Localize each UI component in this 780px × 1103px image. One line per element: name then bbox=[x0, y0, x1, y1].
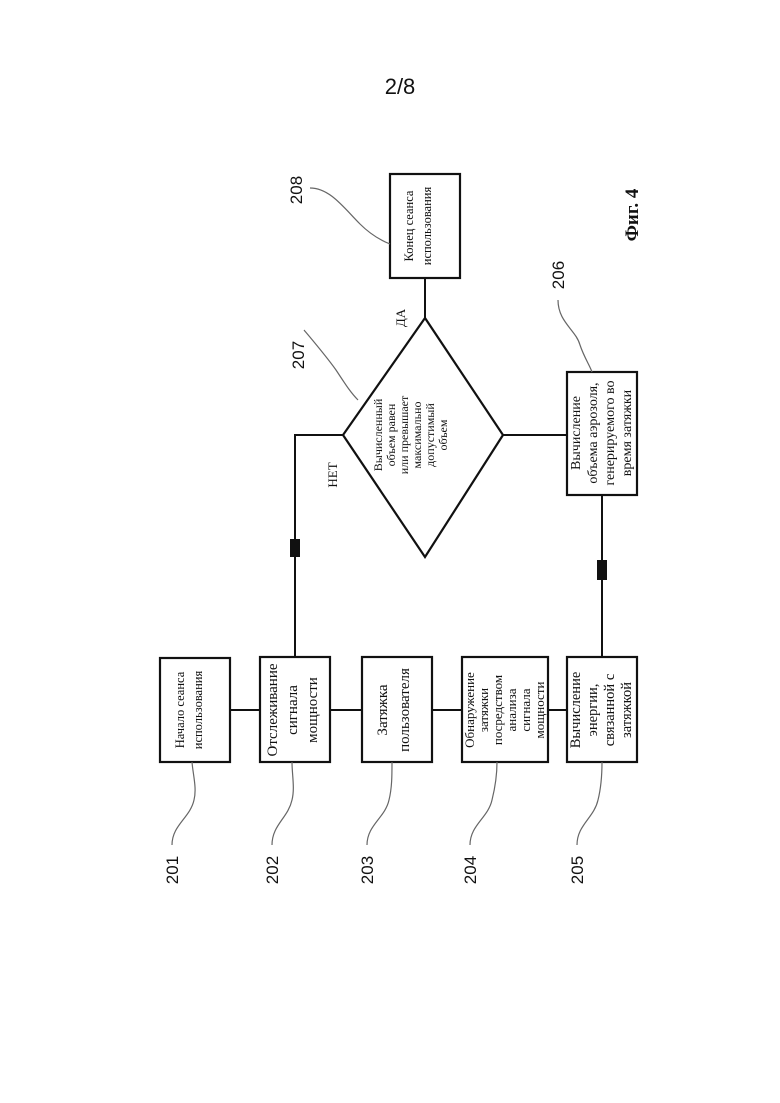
svg-text:мощности: мощности bbox=[532, 682, 547, 739]
block-203-puff: Затяжка пользователя bbox=[362, 657, 432, 762]
block-202-line-2: сигнала bbox=[285, 685, 301, 735]
svg-text:Вычисление: Вычисление bbox=[569, 396, 584, 470]
block-205-line-1: Вычисление bbox=[568, 672, 584, 749]
ref-206: 206 bbox=[549, 261, 568, 289]
block-204-line-1: Обнаружение bbox=[462, 672, 477, 748]
svg-text:время затяжки: время затяжки bbox=[620, 389, 635, 476]
svg-text:объема аэрозоля,: объема аэрозоля, bbox=[586, 382, 601, 483]
block-206-line-2: объема аэрозоля, bbox=[586, 382, 601, 483]
svg-text:анализа: анализа bbox=[504, 688, 519, 731]
block-207-line-5: допустимый bbox=[423, 403, 437, 467]
svg-text:Вычисление: Вычисление bbox=[568, 672, 584, 749]
arrow-no-loop bbox=[290, 539, 300, 557]
block-205-line-4: затяжкой bbox=[619, 682, 635, 738]
block-202-line-1: Отслеживание bbox=[265, 663, 281, 756]
block-206-aerosol: Вычисление объема аэрозоля, генерируемог… bbox=[567, 372, 637, 495]
svg-text:энергии,: энергии, bbox=[585, 684, 601, 737]
label-no: НЕТ bbox=[325, 462, 340, 487]
svg-text:связанной с: связанной с bbox=[602, 674, 618, 747]
block-202-line-3: мощности bbox=[305, 677, 321, 743]
svg-text:генерируемого во: генерируемого во bbox=[603, 380, 618, 485]
block-204-detect: Обнаружение затяжки посредством анализа … bbox=[462, 657, 548, 762]
svg-text:Отслеживание: Отслеживание bbox=[265, 663, 281, 756]
leader-201 bbox=[172, 762, 195, 845]
block-204-line-4: анализа bbox=[504, 688, 519, 731]
block-207-line-2: объем равен bbox=[384, 403, 398, 466]
svg-text:допустимый: допустимый bbox=[423, 403, 437, 467]
leader-208 bbox=[310, 188, 390, 244]
block-207-line-3: или превышает bbox=[397, 395, 411, 474]
ref-208: 208 bbox=[287, 176, 306, 204]
svg-text:Начало сеанса: Начало сеанса bbox=[173, 671, 187, 748]
block-208-line-2: использования bbox=[420, 187, 434, 266]
block-207-line-4: максимально bbox=[410, 402, 424, 469]
leader-204 bbox=[470, 762, 497, 845]
ref-207: 207 bbox=[289, 341, 308, 369]
svg-text:посредством: посредством bbox=[490, 675, 505, 745]
block-203-line-1: Затяжка bbox=[375, 684, 391, 735]
svg-text:Затяжка: Затяжка bbox=[375, 684, 391, 735]
block-206-line-1: Вычисление bbox=[569, 396, 584, 470]
arrow-205-206 bbox=[597, 560, 607, 580]
svg-text:объем равен: объем равен bbox=[384, 403, 398, 466]
block-206-line-4: время затяжки bbox=[620, 389, 635, 476]
block-204-line-5: сигнала bbox=[518, 688, 533, 731]
svg-text:максимально: максимально bbox=[410, 402, 424, 469]
svg-text:пользователя: пользователя bbox=[397, 668, 413, 752]
svg-text:Обнаружение: Обнаружение bbox=[462, 672, 477, 748]
block-208-line-1: Конец сеанса bbox=[402, 190, 416, 261]
leader-207 bbox=[304, 330, 358, 400]
block-205-line-3: связанной с bbox=[602, 674, 618, 747]
block-206-line-3: генерируемого во bbox=[603, 380, 618, 485]
leader-203 bbox=[367, 762, 392, 845]
block-205-energy: Вычисление энергии, связанной с затяжкой bbox=[567, 657, 637, 762]
svg-text:или превышает: или превышает bbox=[397, 395, 411, 474]
block-202-monitor: Отслеживание сигнала мощности bbox=[260, 657, 330, 762]
leader-202 bbox=[272, 762, 293, 845]
ref-204: 204 bbox=[461, 856, 480, 884]
leader-206 bbox=[558, 300, 592, 372]
block-205-line-2: энергии, bbox=[585, 684, 601, 737]
svg-text:использования: использования bbox=[420, 187, 434, 266]
svg-text:Конец сеанса: Конец сеанса bbox=[402, 190, 416, 261]
svg-text:Вычисленный: Вычисленный bbox=[371, 398, 385, 471]
svg-text:сигнала: сигнала bbox=[518, 688, 533, 731]
svg-text:сигнала: сигнала bbox=[285, 685, 301, 735]
ref-202: 202 bbox=[263, 856, 282, 884]
label-yes: ДА bbox=[393, 308, 408, 327]
block-208-end: Конец сеанса использования bbox=[390, 174, 460, 278]
leader-205 bbox=[577, 762, 602, 845]
block-203-line-2: пользователя bbox=[397, 668, 413, 752]
ref-201: 201 bbox=[163, 856, 182, 884]
block-207-line-1: Вычисленный bbox=[371, 398, 385, 471]
figure-caption: Фиг. 4 bbox=[622, 188, 643, 241]
block-207-decision: Вычисленный объем равен или превышает ма… bbox=[343, 318, 503, 557]
block-204-line-2: затяжки bbox=[476, 688, 491, 732]
svg-text:объем: объем bbox=[436, 419, 450, 450]
svg-text:использования: использования bbox=[191, 671, 205, 750]
block-207-line-6: объем bbox=[436, 419, 450, 450]
ref-203: 203 bbox=[358, 856, 377, 884]
block-201-line-1: Начало сеанса bbox=[173, 671, 187, 748]
svg-text:затяжки: затяжки bbox=[476, 688, 491, 732]
svg-text:затяжкой: затяжкой bbox=[619, 682, 635, 738]
block-204-line-6: мощности bbox=[532, 682, 547, 739]
ref-205: 205 bbox=[568, 856, 587, 884]
block-201-line-2: использования bbox=[191, 671, 205, 750]
block-204-line-3: посредством bbox=[490, 675, 505, 745]
block-201-start: Начало сеанса использования bbox=[160, 658, 230, 762]
svg-text:мощности: мощности bbox=[305, 677, 321, 743]
